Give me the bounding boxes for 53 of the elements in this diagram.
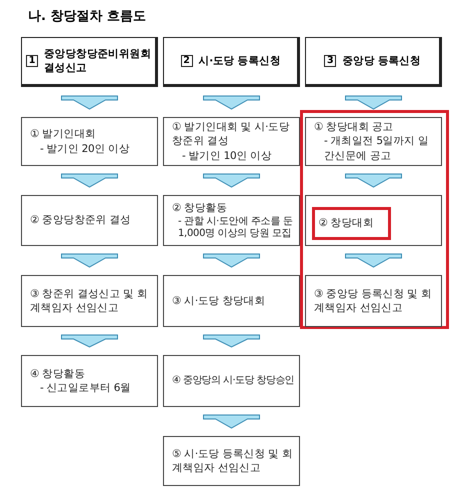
step-text: ③ 중앙당 등록신청 및 회계책임자 선임신고 (314, 286, 433, 316)
column-header-box (305, 37, 442, 87)
flow-arrow (345, 96, 402, 110)
column-title: 시·도당 등록신청 (198, 54, 280, 68)
step-text: ③ 시·도당 창당대회 (172, 294, 266, 308)
step-detail: - 발기인 10인 이상 (181, 148, 273, 163)
flow-arrow (203, 96, 260, 110)
step-text: ② 창당활동 (172, 201, 228, 216)
step-text: ① 창당대회 공고 (314, 120, 394, 134)
step-detail: - 개최일전 5일까지 일간신문에 공고 (323, 134, 430, 163)
flow-arrow (203, 174, 260, 188)
flow-arrow (203, 334, 260, 348)
flow-arrow (345, 254, 402, 268)
diagram-title: 나. 창당절차 흐름도 (28, 8, 146, 25)
step-text: ④ 중앙당의 시·도당 창당승인 (172, 374, 295, 388)
process-box (163, 195, 300, 246)
flow-arrow (345, 174, 402, 188)
column-title: 중앙당 등록신청 (342, 54, 421, 68)
flow-arrow (61, 96, 118, 110)
process-box (21, 355, 158, 407)
step-text: ① 발기인대회 및 시·도당창준위 결성 (172, 120, 291, 149)
step-detail: - 관할 시·도안에 주소를 둔 1,000명 이상의 당원 모집 (177, 216, 294, 240)
highlight-frame (300, 110, 449, 329)
flow-arrow (203, 414, 260, 429)
process-box (21, 195, 158, 246)
step-detail: - 신고일로부터 6월 (39, 381, 132, 396)
step-number: 3 (324, 55, 336, 67)
step-detail: - 발기인 20인 이상 (39, 142, 131, 156)
column-title: 중앙당창당준비위원회 결성신고 (44, 46, 151, 76)
step-text: ② 중앙당창준위 결성 (30, 213, 132, 228)
column-header-box (163, 37, 300, 87)
step-number: 1 (26, 55, 38, 67)
flow-arrow (203, 254, 260, 268)
step-text: ① 발기인대회 (30, 127, 97, 142)
process-box (21, 275, 158, 327)
step-text: ⑤ 시·도당 등록신청 및 회계책임자 선임신고 (172, 446, 294, 476)
column-header-box (21, 37, 158, 87)
process-box (163, 436, 300, 486)
step-number: 2 (180, 55, 193, 67)
process-box (305, 275, 442, 327)
flow-arrow (61, 254, 118, 268)
step-text: ③ 창준위 결성신고 및 회계책임자 선임신고 (30, 286, 149, 316)
flow-arrow (61, 174, 118, 188)
process-box (163, 275, 300, 327)
step-text: ② 창당대회 (318, 216, 374, 230)
process-box (163, 355, 300, 407)
process-box (305, 195, 442, 246)
highlight-box (312, 206, 390, 240)
process-box (163, 117, 300, 166)
process-box (305, 117, 442, 166)
step-text: ④ 창당활동 (30, 366, 86, 381)
flow-arrow (61, 334, 118, 348)
process-box (21, 117, 158, 166)
